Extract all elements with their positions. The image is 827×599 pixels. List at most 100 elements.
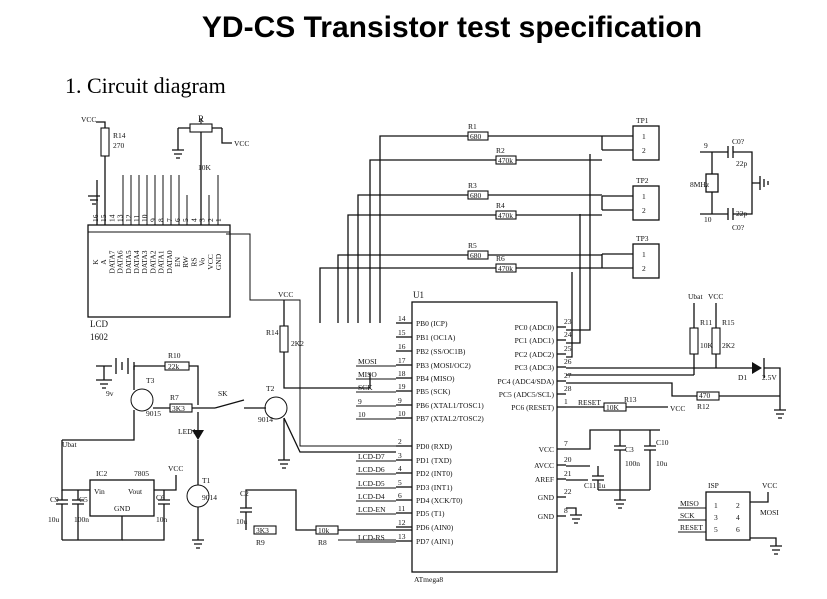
t1-part: 9014: [202, 493, 217, 502]
c2-label: C2: [240, 489, 249, 498]
resistor-label: R4: [496, 201, 505, 210]
tp-wire: [347, 214, 496, 323]
mcu-pin-number: 20: [564, 455, 572, 464]
mcu-pin-number: 23: [564, 317, 572, 326]
mcu-pin-pc0: PC0 (ADC0): [515, 323, 555, 332]
r13-label: R13: [624, 395, 637, 404]
c5-label: C5: [79, 495, 88, 504]
lcd-pin-a: A: [99, 259, 108, 265]
resistor-value: 470k: [498, 211, 513, 220]
isp-mosi: MOSI: [760, 508, 779, 517]
lcd-pin-en: EN: [173, 256, 182, 267]
isp-body: [705, 491, 751, 541]
mcu-pin-number: 13: [398, 532, 406, 541]
r14b-label: R14: [266, 328, 279, 337]
isp-signal-reset: RESET: [680, 523, 703, 532]
c10-label: C10: [656, 438, 669, 447]
r8-value: 10k: [318, 526, 330, 535]
pot-value: 10K: [198, 163, 212, 172]
tp-wire: [602, 135, 633, 151]
mcu-pin-number: 26: [564, 357, 572, 366]
d1-label: D1: [738, 373, 747, 382]
crystal-cap-a: C0?: [732, 137, 745, 146]
mcu-pin-number: 19: [398, 382, 406, 391]
isp-label: ISP: [708, 481, 719, 490]
transistor-t3: [130, 388, 154, 412]
resistor-label: R1: [468, 122, 477, 131]
crystal-cap-b: C0?: [732, 223, 745, 232]
r11-label: R11: [700, 318, 712, 327]
lcd-pin-number: 12: [124, 214, 133, 222]
r12-label: R12: [697, 402, 710, 411]
pot-r: [189, 123, 213, 133]
mcu-pin-pc2: PC2 (ADC2): [515, 350, 555, 359]
tp-pin: 2: [642, 264, 646, 273]
vcc-label-r14: VCC: [81, 115, 96, 124]
tp-label: TP2: [636, 176, 649, 185]
mcu-pin-number: 7: [564, 439, 568, 448]
mcu-power-caps: C3 100n C10 10u C11 1u: [566, 429, 669, 524]
c3-label: C3: [625, 445, 634, 454]
mcu-pin-pd0: PD0 (RXD): [416, 442, 453, 451]
mcu-pin-pb5: PB5 (SCK): [416, 387, 451, 396]
battery-label: 9v: [106, 389, 114, 398]
tp-wire: [602, 195, 633, 211]
lcd-pin-vo: Vo: [198, 258, 207, 266]
mcu-pin-number: 15: [398, 328, 406, 337]
net-label-mosi: MOSI: [358, 357, 377, 366]
lcd-body: [87, 224, 231, 318]
mcu-pin-number: 16: [398, 342, 406, 351]
r15-label: R15: [722, 318, 735, 327]
lcd-pin-data2: DATA2: [148, 250, 157, 273]
net-label-9: 9: [358, 397, 362, 406]
resistor-value: 680: [470, 132, 482, 141]
tp-pin: 1: [642, 250, 646, 259]
test-point-tp3: [632, 243, 660, 279]
reset-net-label: RESET: [578, 398, 601, 407]
tp-pin: 1: [642, 132, 646, 141]
lcd-pin-data6: DATA6: [116, 250, 125, 273]
tp-label: TP1: [636, 116, 649, 125]
lcd-data-bus: [226, 233, 396, 447]
mcu-pin-number: 25: [564, 344, 572, 353]
mcu-pin-pc6: PC6 (RESET): [511, 403, 554, 412]
mcu-pin-pd4: PD4 (XCK/T0): [416, 496, 463, 505]
vcc-label-r13: VCC: [670, 404, 685, 413]
isp-pin-number: 2: [736, 501, 740, 510]
led1: [192, 430, 204, 440]
adc-wire: [566, 154, 591, 358]
r13-value: 10K: [606, 403, 620, 412]
isp-pin-number: 5: [714, 525, 718, 534]
c10-value: 10u: [656, 459, 668, 468]
page-title: YD-CS Transistor test specification: [202, 11, 702, 44]
c3-value: 100n: [625, 459, 640, 468]
resistor-r11: [689, 327, 699, 355]
c11-value: 1u: [598, 481, 606, 490]
mcu-pin-pd7: PD7 (AIN1): [416, 537, 454, 546]
r14-value: 270: [113, 141, 125, 150]
ic2-gnd: GND: [114, 504, 131, 513]
lcd-pin-data7: DATA7: [107, 250, 116, 273]
mcu-pin-number: 6: [398, 491, 402, 500]
resistor-r9: [253, 525, 277, 535]
lcd-pin-number: 13: [116, 214, 125, 222]
mcu-pin-number: 8: [564, 506, 568, 515]
mcu-pin-pb0: PB0 (ICP): [416, 319, 448, 328]
resistor-r14b: [279, 325, 289, 353]
vcc-label-pot: VCC: [234, 139, 249, 148]
mcu-pin-pd3: PD3 (INT1): [416, 483, 453, 492]
lcd-pin-rw: RW: [181, 255, 190, 268]
lcd-pin-number: 15: [99, 214, 108, 222]
net-label-lcd-d6: LCD-D6: [358, 465, 385, 474]
tp-wire: [369, 159, 496, 323]
lcd-pin-number: 14: [107, 214, 116, 222]
mcu-pin-gnd: GND: [538, 493, 555, 502]
ic2-label: IC2: [96, 469, 108, 478]
c9-value: 10u: [48, 515, 60, 524]
resistor-value: 470k: [498, 156, 513, 165]
t3-part: 9015: [146, 409, 161, 418]
